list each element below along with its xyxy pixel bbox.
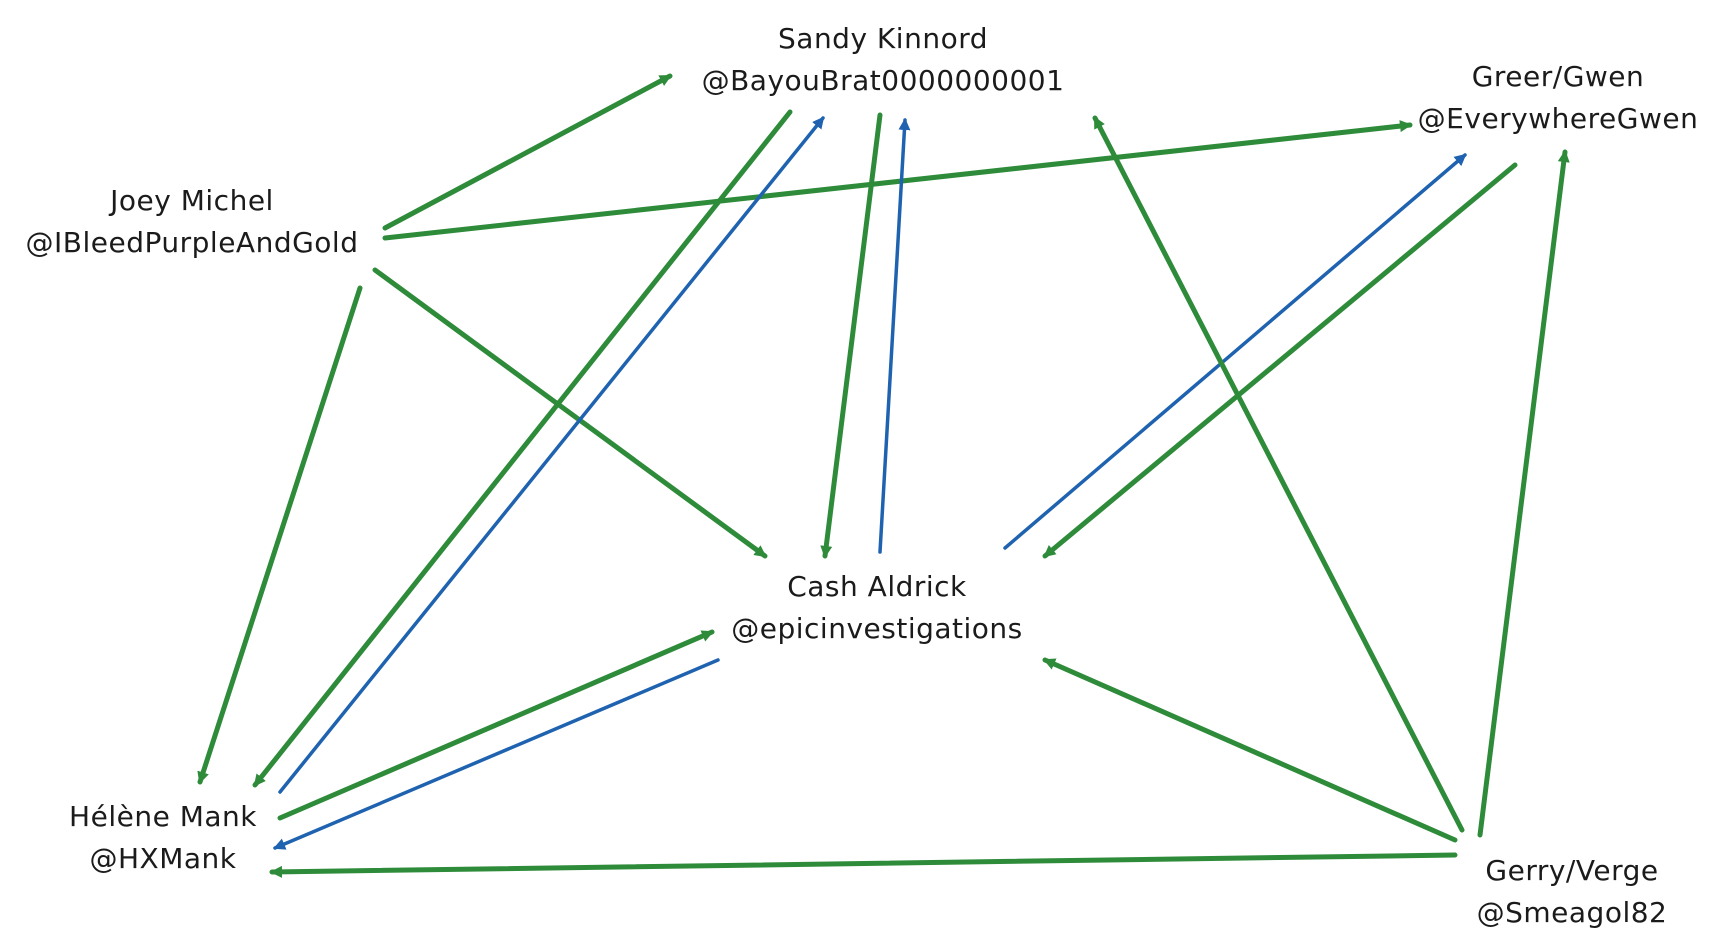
node-sandy-kinnord: Sandy Kinnord @BayouBrat0000000001 — [702, 18, 1065, 102]
node-handle: @epicinvestigations — [731, 612, 1023, 645]
edge-cash-to-greer — [1003, 153, 1467, 550]
edge-gerry-to-greer — [1477, 149, 1570, 838]
edge-sandy-to-cash — [820, 112, 883, 559]
node-joey-michel: Joey Michel @IBleedPurpleAndGold — [26, 180, 359, 264]
edge-joey-to-sandy — [382, 73, 673, 231]
edge-gerry-to-helene — [269, 852, 1458, 878]
edge-gerry-to-cash — [1042, 657, 1458, 843]
edge-joey-to-cash — [372, 267, 768, 559]
edge-joey-to-helene — [197, 285, 363, 785]
node-name: Joey Michel — [110, 184, 274, 217]
node-greer-gwen: Greer/Gwen @EverywhereGwen — [1418, 56, 1699, 140]
node-name: Hélène Mank — [69, 800, 257, 833]
node-gerry-verge: Gerry/Verge @Smeagol82 — [1477, 850, 1668, 934]
node-handle: @HXMank — [89, 842, 237, 875]
node-handle: @IBleedPurpleAndGold — [25, 226, 359, 259]
edges-layer — [197, 73, 1570, 878]
edge-sandy-to-helene — [252, 109, 793, 788]
edge-helene-to-cash — [277, 629, 715, 821]
edge-gerry-to-sandy — [1092, 115, 1465, 833]
edge-joey-to-greer — [382, 120, 1413, 241]
node-handle: @BayouBrat0000000001 — [701, 64, 1065, 97]
node-handle: @EverywhereGwen — [1417, 102, 1699, 135]
node-handle: @Smeagol82 — [1476, 896, 1668, 929]
node-name: Sandy Kinnord — [778, 22, 988, 55]
edge-helene-to-sandy — [278, 116, 825, 794]
node-name: Greer/Gwen — [1471, 60, 1645, 93]
node-cash-aldrick: Cash Aldrick @epicinvestigations — [731, 566, 1023, 650]
node-name: Cash Aldrick — [787, 570, 967, 603]
edge-cash-to-helene — [273, 658, 720, 850]
edge-cash-to-sandy — [878, 118, 911, 554]
node-name: Gerry/Verge — [1485, 854, 1659, 887]
edge-greer-to-cash — [1042, 162, 1518, 559]
node-helene-mank: Hélène Mank @HXMank — [69, 796, 257, 880]
